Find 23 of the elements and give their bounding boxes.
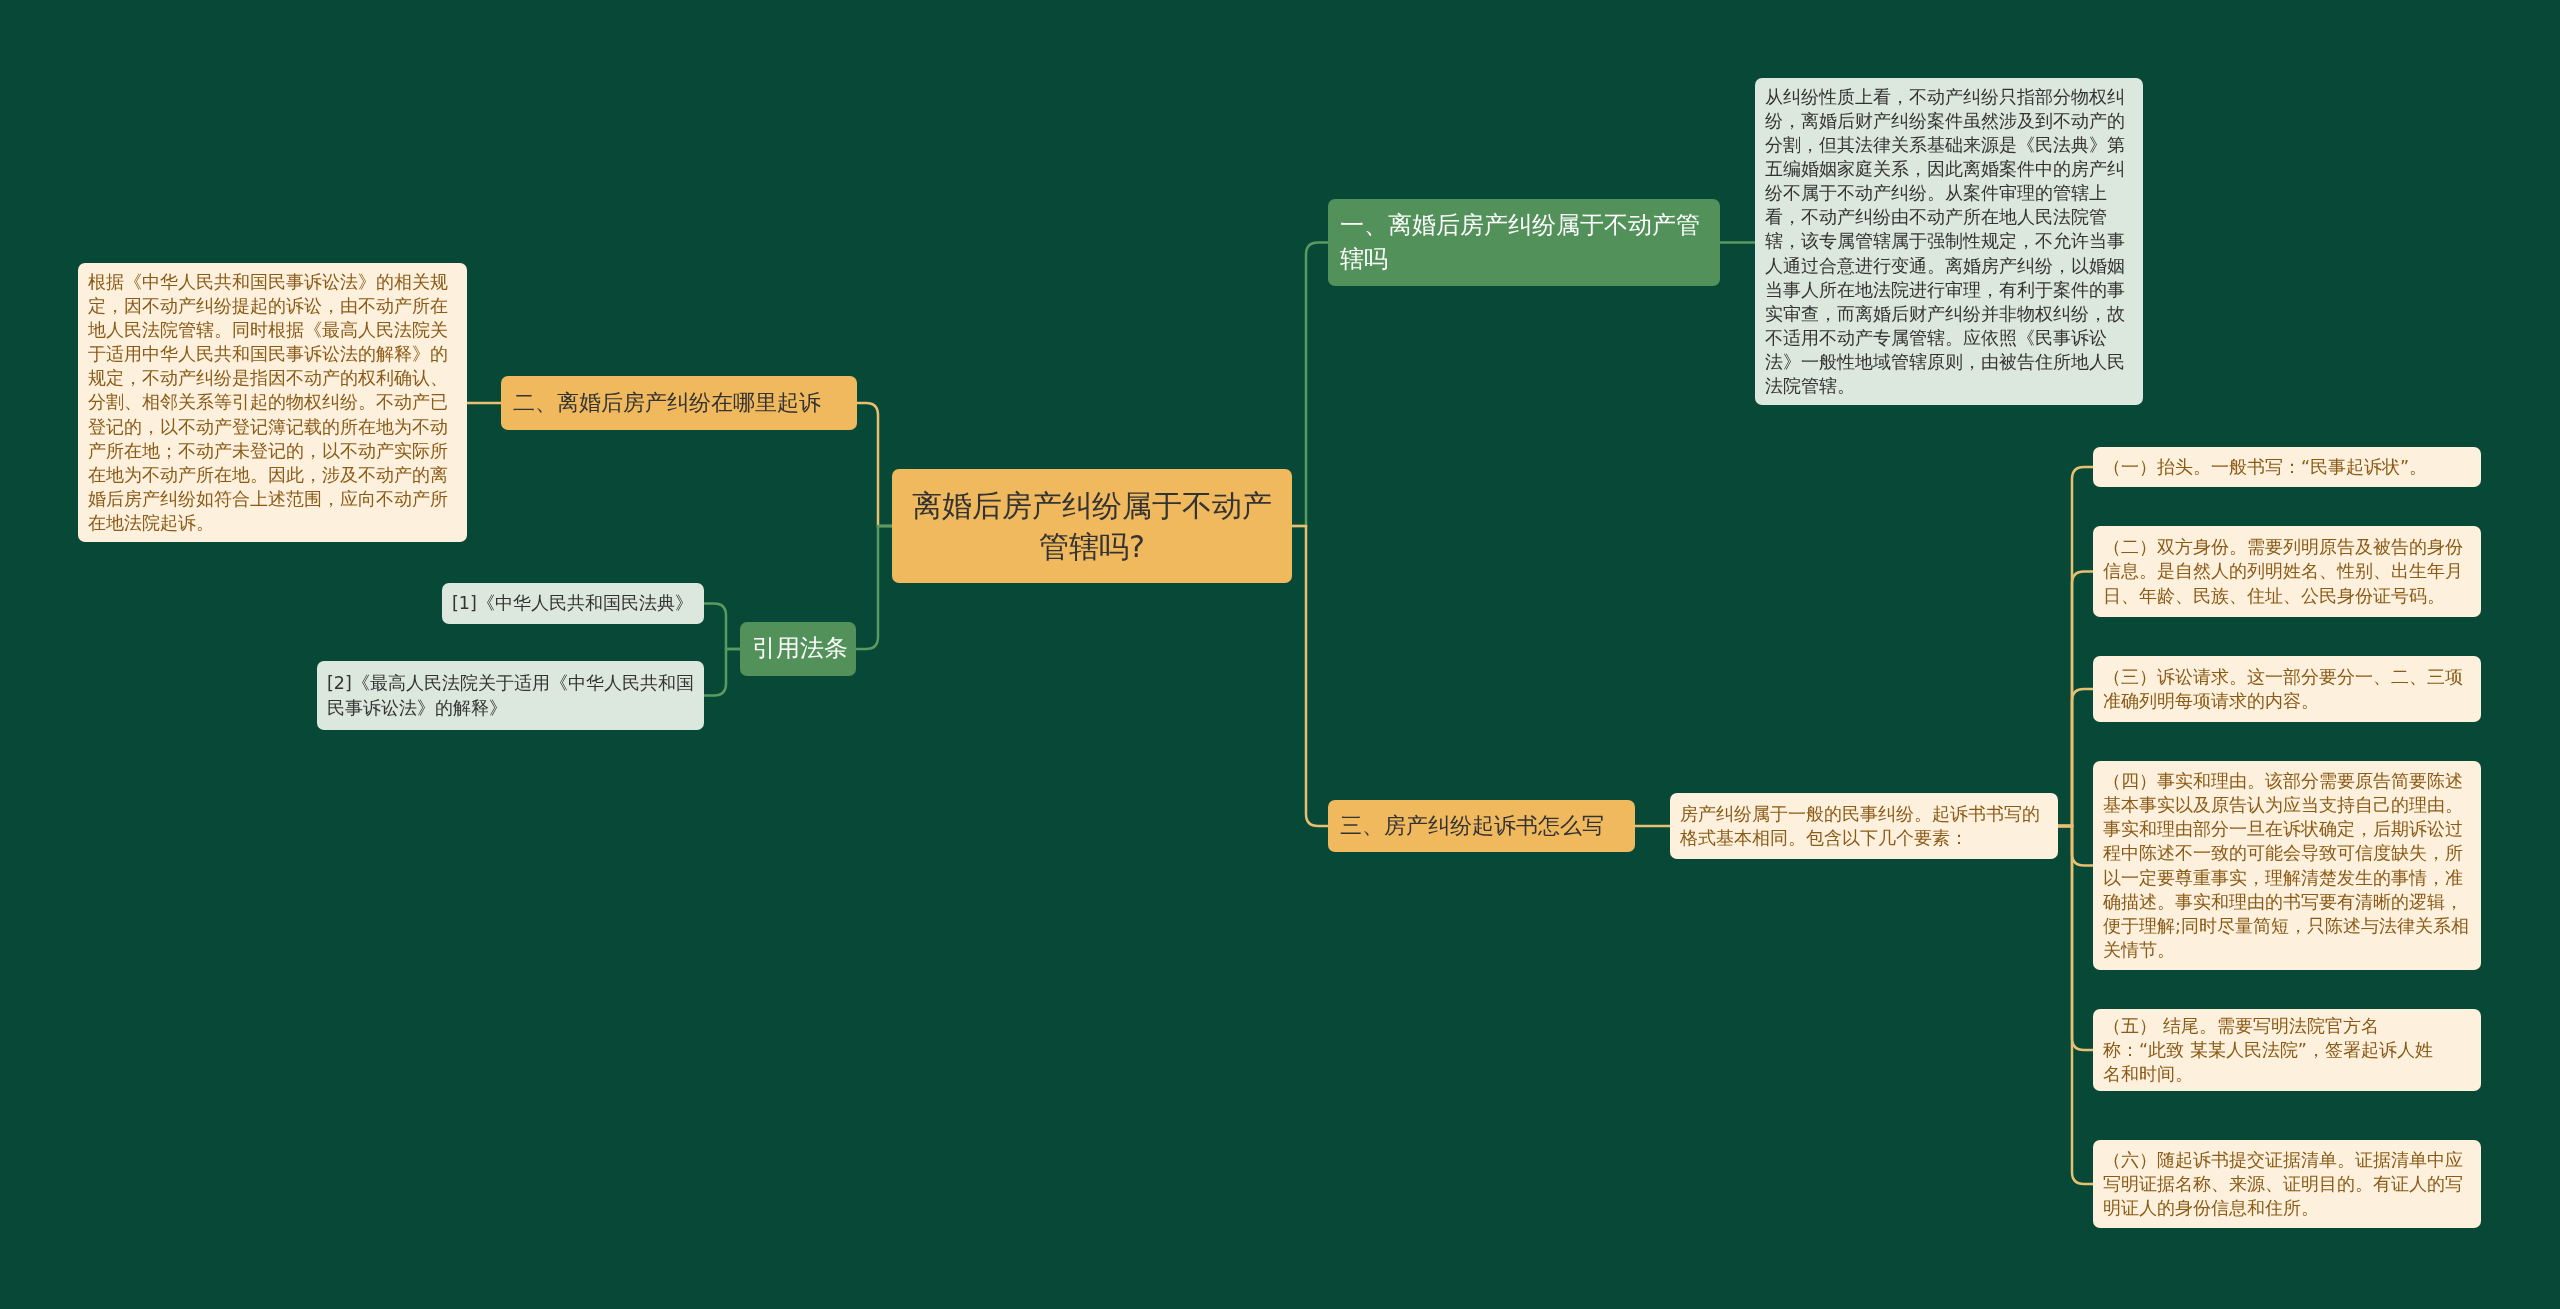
connector-line xyxy=(856,524,892,651)
text-box: （五） 结尾。需要写明法院官方名称：“此致 某某人民法院”，签署起诉人姓名和时间。 xyxy=(2093,1009,2481,1091)
branch-box: 二、离婚后房产纠纷在哪里起诉 xyxy=(501,376,857,430)
text-box: 从纠纷性质上看，不动产纠纷只指部分物权纠纷，离婚后财产纠纷案件虽然涉及到不动产的分割，但其法律关系基础来源是《民法典》第五编婚姻家庭关系，因此离婚案件中的房产纠纷不属于不动产纠纷。从案件审理的管辖上看，不动产纠纷由不动产所在地人民法院管辖，该专属管辖属于强制性规定，不允许当事人通过合意进行变通。离婚房产纠纷，以婚姻当事人所在地法院进行审理，有利于案件的事实审查，而离婚后财产纠纷并非物权纠纷，故不适用不动产专属管辖。应依照《民事诉讼法》一般性地域管辖原则，由被告住所地人民法院管辖。 xyxy=(1755,78,2143,405)
text-box: （二）双方身份。需要列明原告及被告的身份信息。是自然人的列明姓名、性别、出生年月日、年龄、民族、住址、公民身份证号码。 xyxy=(2093,526,2481,617)
branch-box: 引用法条 xyxy=(740,622,856,676)
connector-line xyxy=(1292,524,1328,828)
text-box: （六）随起诉书提交证据清单。证据清单中应写明证据名称、来源、证明目的。有证人的写明证人的身份信息和住所。 xyxy=(2093,1140,2481,1228)
text-box: [2]《最高人民法院关于适用《中华人民共和国民事诉讼法》的解释》 xyxy=(317,661,704,730)
text-box: [1]《中华人民共和国民法典》 xyxy=(442,583,704,624)
text-box: （一）抬头。一般书写：“民事起诉状”。 xyxy=(2093,447,2481,487)
connector-line xyxy=(467,401,501,405)
topic-box: 离婚后房产纠纷属于不动产管辖吗? xyxy=(892,469,1292,583)
connector-line xyxy=(2058,824,2093,1186)
branch-box: 一、离婚后房产纠纷属于不动产管辖吗 xyxy=(1328,199,1720,286)
connector-line xyxy=(1720,241,1755,244)
connector-line xyxy=(704,647,740,697)
text-box: （四）事实和理由。该部分需要原告简要陈述基本事实以及原告认为应当支持自己的理由。事实和理由部分一旦在诉状确定，后期诉讼过程中陈述不一致的可能会导致可信度缺失，所以一定要尊重事实，理解清楚发生的事情，准确描述。事实和理由的书写要有清晰的逻辑，便于理解;同时尽量简短，只陈述与法律关系相关情节。 xyxy=(2093,761,2481,970)
text-box: 房产纠纷属于一般的民事纠纷。起诉书书写的格式基本相同。包含以下几个要素： xyxy=(1670,793,2058,859)
branch-box: 三、房产纠纷起诉书怎么写 xyxy=(1328,800,1635,852)
text-box: 根据《中华人民共和国民事诉讼法》的相关规定，因不动产纠纷提起的诉讼，由不动产所在地人民法院管辖。同时根据《最高人民法院关于适用中华人民共和国民事诉讼法的解释》的规定，不动产纠纷是指因不动产的权利确认、分割、相邻关系等引起的物权纠纷。不动产已登记的，以不动产登记簿记载的所在地为不动产所在地；不动产未登记的，以不动产实际所在地为不动产所在地。因此，涉及不动产的离婚后房产纠纷如符合上述范围，应向不动产所在地法院起诉。 xyxy=(78,263,467,542)
text-box: （三）诉讼请求。这一部分要分一、二、三项准确列明每项请求的内容。 xyxy=(2093,656,2481,722)
connector-line xyxy=(1635,824,1670,828)
